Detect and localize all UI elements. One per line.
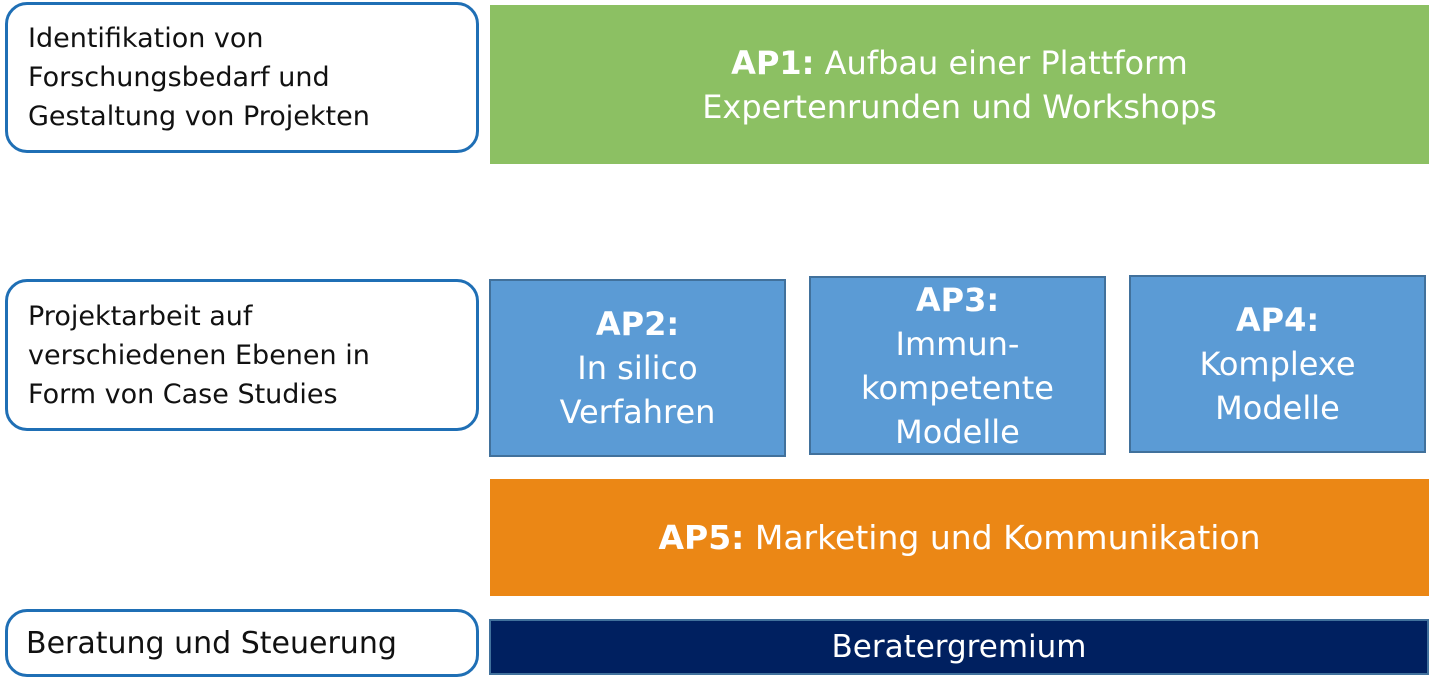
ap1-subtitle: Expertenrunden und Workshops	[702, 87, 1217, 126]
ap1-line1: AP1: Aufbau einer Plattform	[702, 41, 1217, 85]
ap2-content: AP2: In silico Verfahren	[560, 302, 716, 434]
ap4-code: AP4:	[1235, 301, 1320, 339]
ap1-content: AP1: Aufbau einer Plattform Expertenrund…	[702, 41, 1217, 129]
ap4-block: AP4: Komplexe Modelle	[1129, 275, 1426, 453]
advisory-board-text: Beratergremium	[831, 629, 1087, 665]
label-identification-text: Identifikation von Forschungsbedarf und …	[28, 23, 370, 132]
ap3-block: AP3: Immun- kompetente Modelle	[809, 276, 1106, 455]
ap5-code: AP5:	[658, 518, 745, 557]
ap1-code: AP1:	[731, 43, 815, 82]
ap1-block: AP1: Aufbau einer Plattform Expertenrund…	[490, 5, 1429, 164]
advisory-board-block: Beratergremium	[489, 619, 1429, 675]
ap4-line1: Komplexe	[1199, 345, 1356, 383]
ap4-content: AP4: Komplexe Modelle	[1199, 298, 1355, 430]
ap3-line3: Modelle	[895, 412, 1020, 451]
label-advisory: Beratung und Steuerung	[5, 609, 479, 677]
label-project-work: Projektarbeit auf verschiedenen Ebenen i…	[5, 279, 479, 431]
label-project-work-text: Projektarbeit auf verschiedenen Ebenen i…	[28, 300, 370, 410]
ap2-block: AP2: In silico Verfahren	[489, 279, 786, 457]
ap1-title: Aufbau einer Plattform	[824, 43, 1188, 82]
ap5-title: Marketing und Kommunikation	[754, 518, 1261, 557]
ap5-content: AP5: Marketing und Kommunikation	[658, 518, 1260, 557]
ap3-code: AP3:	[915, 280, 1000, 319]
ap2-code: AP2:	[595, 305, 680, 343]
ap3-line2: kompetente	[861, 368, 1054, 407]
ap3-line1: Immun-	[895, 324, 1020, 363]
ap5-block: AP5: Marketing und Kommunikation	[490, 479, 1429, 596]
ap3-content: AP3: Immun- kompetente Modelle	[861, 278, 1054, 454]
ap2-line1: In silico	[577, 349, 698, 387]
ap2-line2: Verfahren	[559, 393, 716, 431]
ap4-line2: Modelle	[1215, 389, 1340, 427]
label-identification: Identifikation von Forschungsbedarf und …	[5, 2, 479, 153]
label-advisory-text: Beratung und Steuerung	[26, 625, 397, 661]
